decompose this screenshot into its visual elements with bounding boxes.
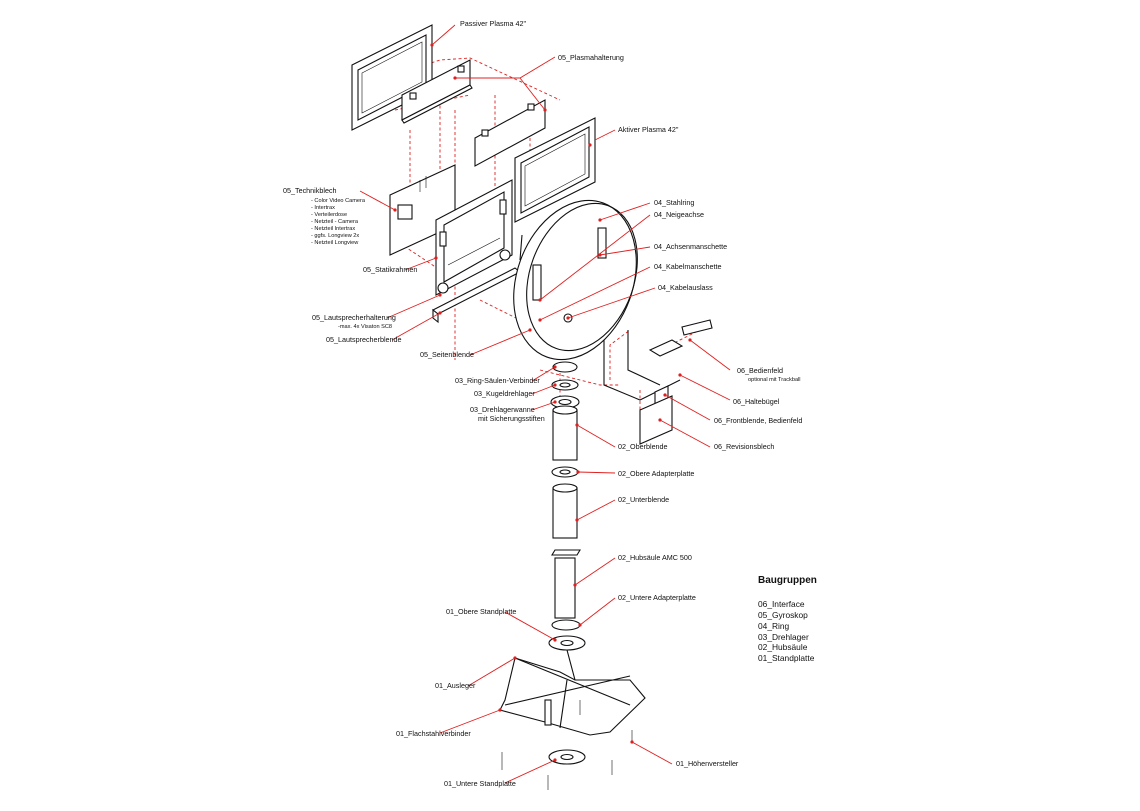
label-lifting-column: 02_Hubsäule AMC 500 [618, 553, 692, 562]
label-bearing-tray: 03_Drehlagerwanne [470, 405, 535, 414]
label-upper-base-plate: 01_Obere Standplatte [446, 607, 516, 616]
label-front-cover: 06_Frontblende, Bedienfeld [714, 416, 802, 425]
label-flat-steel-connector: 01_Flachstahlverbinder [396, 729, 471, 738]
assembly-groups-legend: Baugruppen 06_Interface 05_Gyroskop 04_R… [758, 575, 817, 663]
technik-item: - Netzteil Longview [311, 240, 359, 246]
steel-ring [513, 199, 638, 361]
rotary-bearing-stack [550, 361, 580, 409]
label-upper-cover: 02_Oberblende [618, 442, 668, 451]
label-lower-cover: 02_Unterblende [618, 495, 669, 504]
label-statik-frame: 05_Statikrahmen [363, 265, 417, 274]
lifting-column [551, 405, 581, 631]
legend-item: 06_Interface [758, 599, 805, 609]
label-tilt-axis: 04_Neigeachse [654, 210, 704, 219]
label-upper-adapter: 02_Obere Adapterplatte [618, 469, 694, 478]
technik-item: - ggfs. Longview 2x [311, 233, 359, 239]
technik-item: - Color Video Camera [311, 198, 366, 204]
label-bearing-tray-sub: mit Sicherungsstiften [478, 414, 545, 423]
leader-lines [359, 24, 731, 784]
label-boom: 01_Ausleger [435, 681, 476, 690]
technik-item: - Intertrax [311, 205, 335, 211]
legend-item: 03_Drehlager [758, 632, 809, 642]
legend-item: 02_Hubsäule [758, 642, 808, 652]
part-labels: Passiver Plasma 42" 05_Plasmahalterung A… [283, 19, 802, 788]
label-speaker-cover: 05_Lautsprecherblende [326, 335, 402, 344]
label-ring-column-connector: 03_Ring-Säulen-Verbinder [455, 376, 540, 385]
label-cable-outlet: 04_Kabelauslass [658, 283, 713, 292]
label-steel-ring: 04_Stahlring [654, 198, 694, 207]
label-speaker-mount-sub: -max. 4x Visaton SC8 [338, 324, 392, 330]
label-passive-plasma: Passiver Plasma 42" [460, 19, 527, 28]
label-height-adjuster: 01_Höhenversteller [676, 759, 739, 768]
active-plasma-screen [514, 117, 596, 223]
label-speaker-mount: 05_Lautsprecherhalterung [312, 313, 396, 322]
label-control-panel-sub: optional mit Trackball [748, 377, 801, 383]
statik-frame [435, 179, 513, 296]
label-side-cover: 05_Seitenblende [420, 350, 474, 359]
legend-title: Baugruppen [758, 575, 817, 586]
legend-item: 01_Standplatte [758, 653, 815, 663]
label-technik-plate: 05_Technikblech [283, 186, 337, 195]
label-active-plasma: Aktiver Plasma 42" [618, 125, 679, 134]
label-ball-bearing: 03_Kugeldrehlager [474, 389, 535, 398]
plasma-bracket-upper [401, 59, 473, 124]
label-lower-adapter: 02_Untere Adapterplatte [618, 593, 696, 602]
label-cable-sleeve: 04_Kabelmanschette [654, 262, 722, 271]
label-lower-base-plate: 01_Untere Standplatte [444, 779, 516, 788]
label-plasma-bracket: 05_Plasmahalterung [558, 53, 624, 62]
label-axis-sleeve: 04_Achsenmanschette [654, 242, 727, 251]
legend-item: 04_Ring [758, 621, 790, 631]
label-control-panel: 06_Bedienfeld [737, 366, 783, 375]
label-holding-bracket: 06_Haltebügel [733, 397, 780, 406]
technik-item: - Netzteil Intertrax [311, 226, 355, 232]
technik-item: - Netzteil - Camera [311, 219, 359, 225]
label-revision-plate: 06_Revisionsblech [714, 442, 774, 451]
technik-item: - Verteilerdose [311, 212, 347, 218]
base-stand [499, 635, 646, 790]
plasma-bracket-lower [474, 99, 546, 167]
legend-item: 05_Gyroskop [758, 610, 808, 620]
interface-assembly [603, 319, 713, 445]
